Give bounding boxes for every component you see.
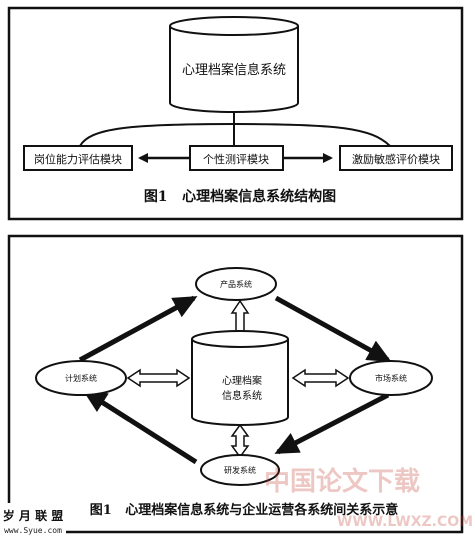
figure2-database-cylinder (191, 330, 289, 426)
figure1-right-module-label: 激励敏感评价模块 (352, 152, 440, 166)
figure1-connectors (79, 112, 391, 163)
figure1-left-module-label: 岗位能力评估模块 (34, 152, 122, 166)
figure2-market-node (349, 360, 433, 396)
figure2-cycle-arrows (78, 295, 392, 465)
figure2-database-label-line2: 信息系统 (222, 389, 262, 402)
figure2-market-label: 市场系统 (375, 373, 407, 383)
figure1-database-cylinder (169, 16, 299, 113)
watermark-left-brand: 岁 月 联 盟 (3, 508, 64, 523)
figure2-plan-label: 计划系统 (65, 373, 97, 383)
figure1-database-label: 心理档案信息系统 (182, 62, 286, 78)
arrow-market-to-rnd (274, 392, 390, 455)
figure2-rnd-node (200, 454, 280, 486)
figure1: 心理档案信息系统 岗位能力评估模块 个性测评模块 激励敏感评价模块 图1 心理档… (7, 6, 464, 221)
arrow-rnd-to-plan (82, 389, 198, 465)
figure2-product-label: 产品系统 (220, 279, 252, 289)
watermark-left-url: www.Syue.com (4, 526, 62, 535)
figure2-rnd-label: 研发系统 (224, 465, 256, 475)
arrow-product-to-market (274, 295, 392, 363)
figure1-center-module-label: 个性测评模块 (203, 152, 269, 166)
figure2-database-label-line1: 心理档案 (222, 374, 262, 387)
figure1-caption: 图1 心理档案信息系统结构图 (144, 188, 336, 205)
link-rnd-center (230, 423, 250, 459)
figure2-link-arrows (126, 299, 350, 459)
watermark-left-badge (0, 503, 66, 540)
figure1-center-module-box (189, 145, 284, 171)
watermark-right-brand: 中国论文下载 (264, 466, 420, 497)
figure2-plan-node (35, 360, 127, 396)
figure2-frame (7, 234, 464, 534)
watermark-right-url: WWW.LWXZ.COM (337, 514, 473, 530)
link-plan-center (126, 368, 191, 388)
figure1-right-module-box (339, 145, 453, 171)
figure1-left-module-box (23, 145, 133, 171)
link-market-center (291, 368, 350, 388)
figure1-frame (7, 6, 464, 221)
figure2: 心理档案 信息系统 产品系统 计划系统 市场系统 研发系统 图1 心理档案信息系… (7, 234, 464, 534)
figure2-caption: 图1 心理档案信息系统与企业运营各系统间关系示意 (90, 502, 399, 518)
figure2-product-node (195, 267, 277, 301)
arrow-plan-to-product (78, 295, 198, 363)
